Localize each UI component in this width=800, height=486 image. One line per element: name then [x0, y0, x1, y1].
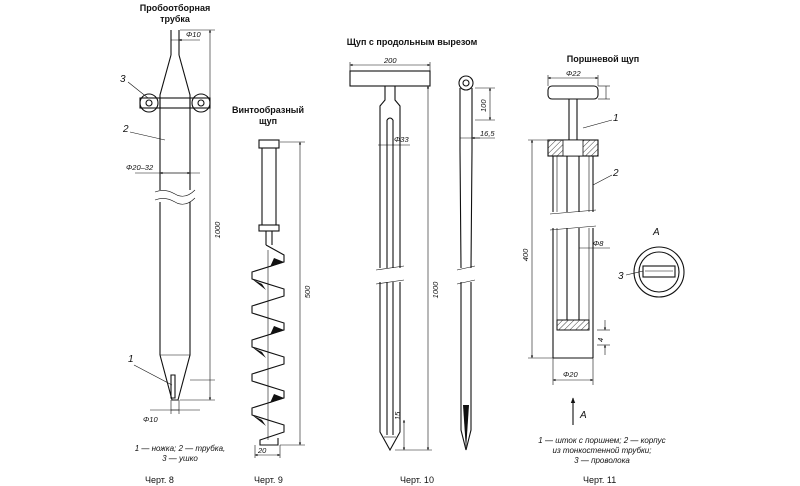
fig9-dim-screw: 500 [303, 285, 312, 298]
fig11-label-1: 1 [613, 113, 619, 124]
fig11-view-a [625, 246, 685, 298]
fig8-bottom-dimension [150, 400, 200, 414]
fig11-break [549, 209, 597, 231]
fig11-view-label: A [652, 227, 660, 238]
fig10-slotted-probe: Щуп с продольным вырезом 200 Φ33 1000 15 [347, 37, 496, 485]
fig8-title-line2: трубка [160, 14, 191, 24]
fig11-piston [556, 319, 590, 331]
fig11-legend-line3: 3 — проволока [574, 456, 630, 465]
fig8-eye [139, 93, 211, 113]
fig8-lower-body [159, 170, 191, 401]
fig9-title-line1: Винтообразный [232, 105, 304, 115]
fig9-dim-bottom: 20 [257, 446, 267, 455]
fig9-length-dimension [280, 141, 305, 446]
fig9-handle [258, 139, 280, 245]
fig10-dim-tip: 15 [393, 411, 402, 420]
fig9-screw-probe: Винтообразный щуп 500 20 Черт. 9 [232, 105, 312, 485]
fig8-dim-length: 1000 [213, 221, 222, 239]
fig10-caption: Черт. 10 [400, 475, 434, 485]
fig9-caption: Черт. 9 [254, 475, 283, 485]
fig8-top-stem [170, 30, 200, 55]
fig8-legend-line1: 1 — ножка; 2 — трубка, [135, 444, 226, 453]
fig8-dim-bottom: Φ10 [143, 415, 158, 424]
fig8-label-2: 2 [122, 124, 129, 135]
fig8-title-line1: Пробоотборная [140, 3, 210, 13]
fig10-title: Щуп с продольным вырезом [347, 37, 478, 47]
fig11-dim-bottom: Φ20 [563, 370, 578, 379]
fig8-label-1: 1 [128, 354, 134, 365]
fig11-dim-top: Φ22 [566, 69, 581, 78]
fig11-length-dimension [528, 139, 553, 359]
fig10-dim-slot: 100 [479, 99, 488, 112]
fig11-body-tube [552, 156, 594, 359]
fig8-label-3: 3 [120, 74, 126, 85]
fig10-dim-length: 1000 [431, 281, 440, 299]
fig11-piston-rod [568, 99, 578, 140]
fig11-arrow-label: A [579, 410, 587, 421]
fig8-dim-top: Φ10 [186, 30, 201, 39]
fig11-piston-probe: Поршневой щуп Φ22 Φ8 4 [521, 54, 685, 485]
fig10-handle [349, 70, 431, 87]
fig11-dim-small: 4 [596, 338, 605, 342]
fig8-caption: Черт. 8 [145, 475, 174, 485]
fig10-dim-rod: Φ33 [394, 135, 409, 144]
fig8-length-dimension [180, 29, 215, 401]
fig10-dim-width: 16,5 [480, 129, 495, 138]
fig11-label-2: 2 [612, 168, 619, 179]
fig11-title: Поршневой щуп [567, 54, 639, 64]
fig11-dim-inner: Φ8 [593, 239, 604, 248]
fig8-break-line [154, 189, 196, 205]
fig10-rod-front [379, 86, 401, 452]
fig10-dim-handle: 200 [383, 56, 397, 65]
fig11-label-3: 3 [618, 271, 624, 282]
fig10-break [375, 265, 405, 285]
fig11-handle [547, 85, 599, 100]
fig10-length-dimension [395, 85, 432, 451]
fig11-legend-line2: из тонкостенной трубки; [553, 446, 652, 455]
fig8-sampling-tube: Пробоотборная трубка Φ10 Φ20–32 [120, 3, 225, 485]
fig11-dim-length: 400 [521, 248, 530, 261]
fig8-tip-window [170, 374, 176, 399]
fig10-side-view [456, 75, 495, 451]
fig8-legend-line2: 3 — ушко [162, 454, 198, 463]
fig9-screw-spiral [251, 244, 285, 446]
fig8-dim-mid: Φ20–32 [126, 163, 154, 172]
fig10-slot [386, 120, 394, 435]
fig8-cone [159, 54, 191, 170]
fig9-title-line2: щуп [259, 116, 277, 126]
fig11-inner-rod [566, 156, 580, 320]
fig11-legend-line1: 1 — шток с поршнем; 2 — корпус [538, 436, 665, 445]
fig11-caption: Черт. 11 [583, 475, 616, 485]
